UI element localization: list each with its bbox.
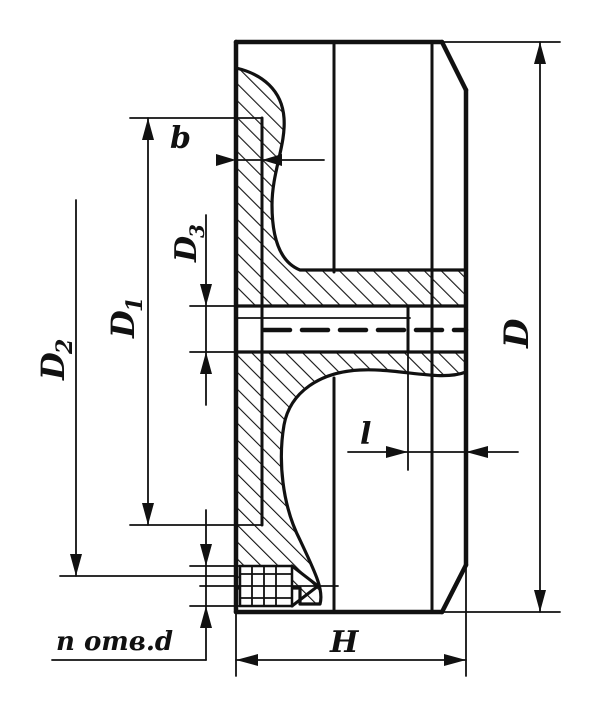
label-H: H <box>329 625 360 660</box>
dimension-H <box>235 564 467 677</box>
label-d1: D 1 <box>104 297 148 339</box>
dimension-d1 <box>129 117 263 526</box>
svg-text:D: D <box>497 318 537 349</box>
label-D: D <box>497 318 537 349</box>
dimension-d3 <box>189 214 237 406</box>
mounting-hole <box>199 564 339 608</box>
svg-text:D: D <box>34 352 72 381</box>
section-lower <box>234 350 468 606</box>
svg-text:1: 1 <box>122 297 148 312</box>
dimension-l <box>347 305 519 471</box>
dimension-b <box>129 116 325 527</box>
label-l: l <box>360 417 371 452</box>
svg-text:2: 2 <box>52 339 78 355</box>
svg-text:3: 3 <box>185 224 209 238</box>
label-d2: D 2 <box>34 339 78 381</box>
svg-text:D: D <box>104 310 142 339</box>
dimension-D <box>439 41 561 613</box>
label-b: b <box>170 121 191 156</box>
label-holes: n отв.d <box>56 627 173 657</box>
dimension-d <box>51 509 241 661</box>
section-upper <box>234 66 468 308</box>
label-d3: D 3 <box>169 224 209 263</box>
svg-text:D: D <box>169 236 204 263</box>
